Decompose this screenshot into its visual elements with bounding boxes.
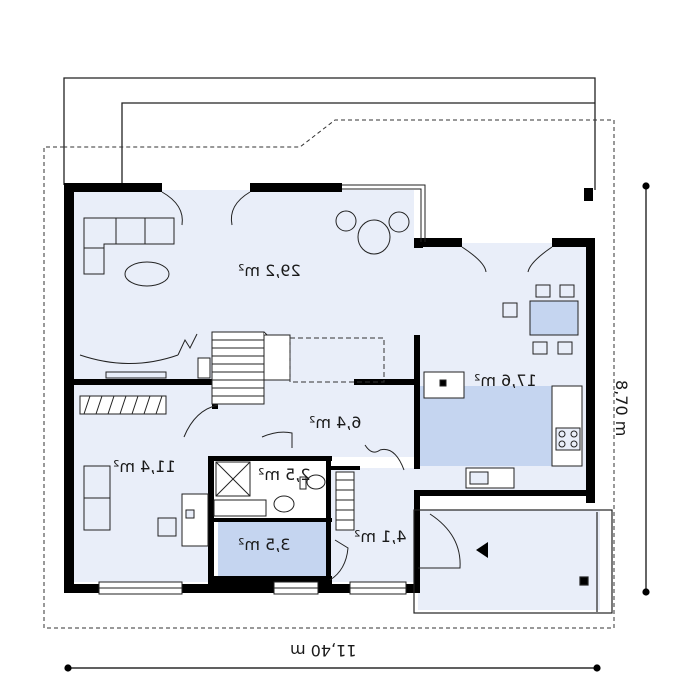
sanitary	[197, 357, 355, 531]
dimension-lines	[64, 182, 650, 672]
dimension-width: 11,40 m	[290, 641, 357, 660]
porch	[413, 509, 613, 614]
stair-void	[289, 337, 385, 383]
room-area-wc: 2,5 m²	[258, 465, 311, 484]
windows	[98, 184, 426, 595]
room-area-entry: 4,1 m²	[354, 527, 407, 546]
doors	[161, 191, 553, 581]
living-furniture	[79, 210, 410, 379]
entrance-arrow	[476, 542, 488, 558]
room-area-living: 29,2 m²	[238, 261, 301, 280]
bedroom-furniture	[79, 395, 209, 547]
walls	[64, 183, 595, 593]
dimension-depth: 8,70 m	[612, 380, 631, 437]
roof-outline	[63, 77, 596, 190]
staircase	[211, 331, 291, 405]
room-area-hall: 6,4 m²	[309, 413, 362, 432]
tiled-area	[218, 386, 552, 576]
room-area-bedroom: 11,4 m²	[113, 457, 176, 476]
room-area-kitchen: 17,6 m²	[474, 371, 537, 390]
kitchen-furniture	[423, 284, 583, 489]
dashed-outline	[43, 119, 615, 629]
room-area-bathroom: 3,5 m²	[238, 535, 291, 554]
